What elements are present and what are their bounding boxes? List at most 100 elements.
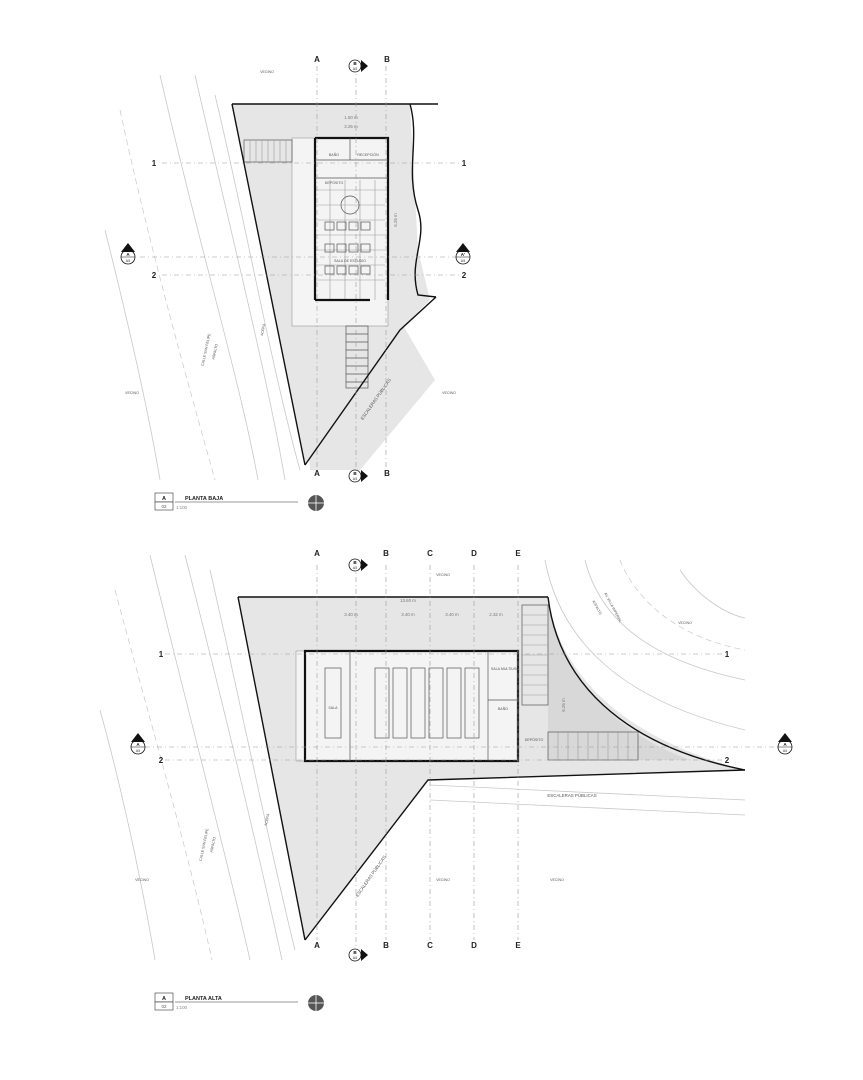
grid-col-e-bottom-alta: E [515,941,521,950]
title-block-alta: A 02 PLANTA ALTA 1:100 [154,992,324,1011]
plan-planta-baja: A B A B 1 1 2 2 B A5 B A5 A A5 [104,55,471,511]
room-sala: SALA [328,706,338,710]
label-escaleras-alta-2: ESCALERAS PÚBLICAS [547,793,596,798]
label-vecino-right-alta: VECINO [550,878,564,882]
plan-title-baja: PLANTA BAJA [185,496,223,502]
grid-col-c-bottom-alta: C [427,941,433,950]
room-deposito-alta: DEPÓSITO [525,737,544,742]
room-deposito: DEPÓSITO [325,180,344,185]
svg-text:B: B [353,471,357,476]
room-recepcion: RECEPCIÓN [357,152,379,157]
svg-text:A5: A5 [461,259,465,263]
plan-planta-alta: A B C D E A B C D E 1 1 2 2 B A5 B A5 [99,549,793,1011]
site-terrain-alta [238,597,745,940]
room-sala-multiuso: SALA MULTIUSO [491,667,519,671]
grid-labels-baja: A B A B 1 1 2 2 [152,55,467,478]
svg-text:A: A [126,252,130,257]
grid-row-1-right-alta: 1 [725,650,730,659]
svg-text:B: B [353,950,357,955]
svg-text:B: B [353,61,357,66]
section-marker-top: B A5 [348,59,368,73]
grid-col-b-bottom: B [384,469,390,478]
grid-row-1-left-alta: 1 [159,650,164,659]
section-marker-top-alta: B A5 [348,558,368,572]
label-acera-alta: ACERA [264,813,271,827]
study-tables [324,195,371,275]
grid-row-2-right-alta: 2 [725,756,730,765]
svg-text:A: A [783,742,787,747]
dim-150: 1.50 m [344,115,358,120]
label-vecino-mid-alta: VECINO [436,878,450,882]
grid-col-b-top-alta: B [383,549,389,558]
label-vecino-top: VECINO [260,70,274,74]
grid-col-a-bottom-alta: A [314,941,320,950]
grid-col-b-top: B [384,55,390,64]
section-marker-right-alta: A A5 [777,733,793,755]
grid-col-a-top: A [314,55,320,64]
section-marker-right: A' A5 [455,243,471,265]
grid-col-c-top-alta: C [427,549,433,558]
label-acera: ACERA [260,323,267,337]
building-floor [291,137,389,327]
svg-text:A5: A5 [136,749,140,753]
label-vecino-top-alta: VECINO [436,573,450,577]
section-marker-bottom: B A5 [348,469,368,483]
svg-text:A: A [136,742,140,747]
grid-row-1-left: 1 [152,159,157,168]
svg-text:1:100: 1:100 [176,1005,188,1010]
room-bano: BAÑO [329,152,339,157]
grid-row-2-right: 2 [462,271,467,280]
label-vecino-topright-alta: VECINO [678,621,692,625]
section-marker-bottom-alta: B A5 [348,948,368,962]
title-block-baja: A 02 PLANTA BAJA 1:100 [154,492,324,511]
svg-text:A: A [162,496,166,502]
grid-lines-baja [140,66,460,470]
dim-1360: 13.60 m [400,598,416,603]
label-asfalto-alta: ASFALTO [209,836,216,853]
label-calle: CALLE SAN FELIPE [201,333,212,367]
dim-340-b: 3.40 m [401,612,415,617]
svg-text:A5: A5 [126,259,130,263]
label-vecino-left: VECINO [125,391,139,395]
grid-col-e-top-alta: E [515,549,521,558]
grid-row-2-left-alta: 2 [159,756,164,765]
dim-325: 3.25 m [344,124,358,129]
dim-340-c: 3.40 m [445,612,459,617]
svg-text:A5: A5 [783,749,787,753]
svg-text:A': A' [461,252,465,257]
svg-text:A5: A5 [353,477,357,481]
svg-text:A5: A5 [353,67,357,71]
dim-340-a: 3.40 m [344,612,358,617]
svg-text:02: 02 [162,1004,167,1009]
street-lines [104,74,301,481]
grid-row-1-right: 1 [462,159,467,168]
room-bano-alta: BAÑO [498,706,508,711]
stair-top [243,139,293,163]
label-asfalto-av: ASFALTO [591,600,602,616]
svg-text:B: B [353,560,357,565]
building-walls [313,136,390,302]
grid-col-d-top-alta: D [471,549,477,558]
label-vecino-left-alta: VECINO [135,878,149,882]
label-asfalto: ASFALTO [211,343,218,360]
grid-lines-alta [145,565,782,960]
grid-col-a-bottom: A [314,469,320,478]
svg-text:02: 02 [162,504,167,509]
label-vecino-right: VECINO [442,391,456,395]
section-marker-left-alta: A A5 [130,733,146,755]
seating-rows [324,667,480,739]
svg-text:A5: A5 [353,566,357,570]
label-calle-alta: CALLE SAN FELIPE [199,828,210,862]
dim-625: 6.25 m [393,213,398,227]
plan-title-alta: PLANTA ALTA [185,996,222,1002]
dim-625-alta: 6.25 m [561,698,566,712]
room-sala-estudio: SALA DE ESTUDIO [334,259,366,263]
grid-labels-alta: A B C D E A B C D E 1 1 2 2 [159,549,730,950]
grid-col-d-bottom-alta: D [471,941,477,950]
street-lines-alta [99,554,746,961]
svg-text:A5: A5 [353,956,357,960]
grid-row-2-left: 2 [152,271,157,280]
floor-tiles [316,180,385,300]
svg-text:1:100: 1:100 [176,505,188,510]
